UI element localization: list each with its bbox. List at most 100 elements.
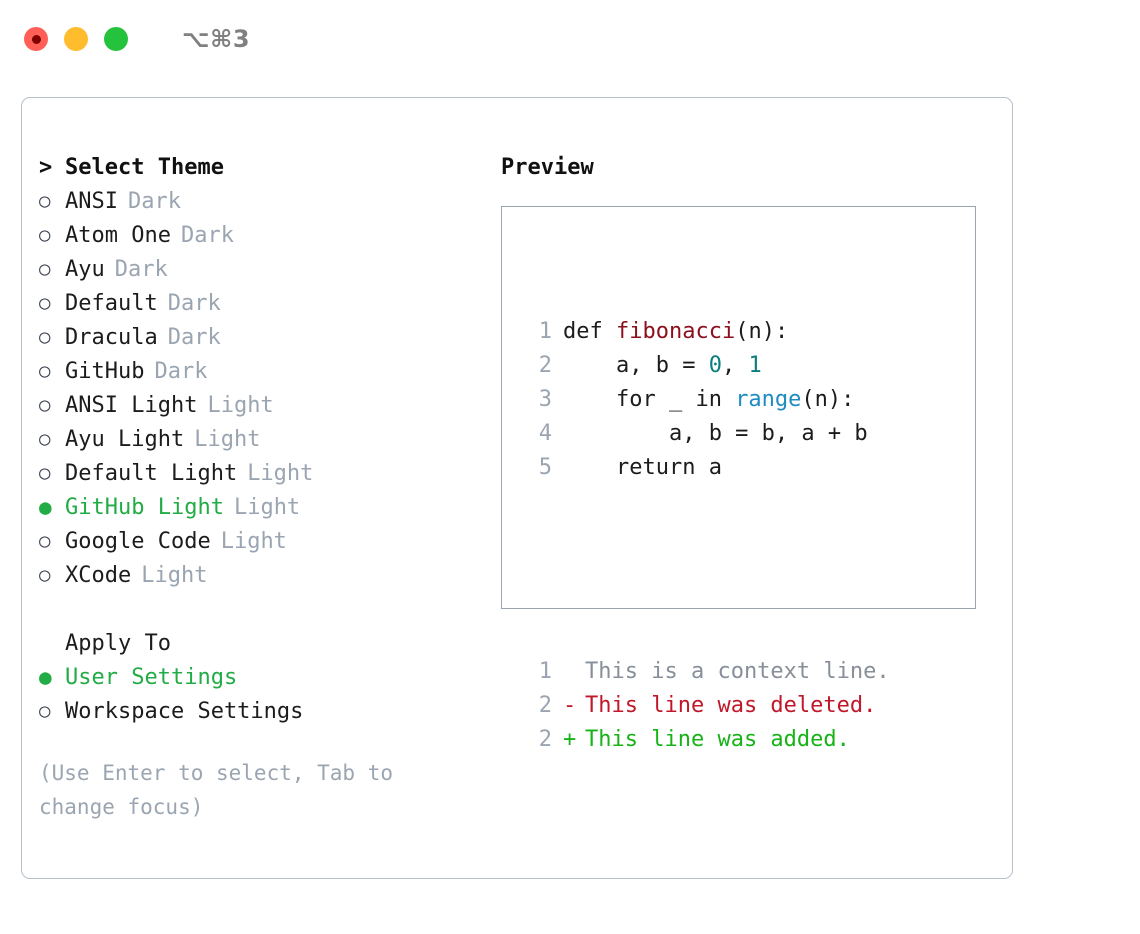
diff-text: This is a context line. — [585, 659, 890, 684]
diff-line: 2-This line was deleted. — [524, 689, 890, 723]
theme-list-item[interactable]: ○ Ayu Light Light — [39, 422, 489, 456]
line-number: 2 — [538, 693, 552, 718]
theme-name: Default Light — [65, 460, 238, 486]
radio-unselected-icon[interactable]: ○ — [39, 461, 51, 484]
theme-variant-badge: Light — [233, 494, 301, 520]
apply-to-name: Workspace Settings — [65, 698, 304, 724]
line-number: 1 — [538, 659, 552, 684]
radio-unselected-icon[interactable]: ○ — [39, 393, 51, 416]
theme-list-item[interactable]: ○ Dracula Dark — [39, 320, 489, 354]
radio-unselected-icon[interactable]: ○ — [39, 325, 51, 348]
theme-variant-badge: Light — [141, 562, 208, 588]
radio-unselected-icon[interactable]: ○ — [39, 257, 51, 280]
code-line: 1 def fibonacci(n): — [524, 315, 890, 349]
theme-variant-badge: Dark — [167, 290, 221, 316]
diff-marker: + — [563, 727, 577, 752]
theme-name: ANSI Light — [65, 392, 198, 418]
theme-variant-badge: Light — [247, 460, 314, 486]
theme-list-item[interactable]: ○ Atom One Dark — [39, 218, 489, 252]
title-bar: ⌥⌘3 — [0, 0, 1140, 78]
apply-to-item[interactable]: ○ Workspace Settings — [39, 694, 489, 728]
theme-name: Default — [65, 290, 158, 316]
radio-unselected-icon[interactable]: ○ — [39, 699, 51, 722]
select-theme-header: > Select Theme — [39, 150, 489, 184]
code-token: 0 — [708, 353, 722, 378]
theme-variant-badge: Dark — [167, 324, 221, 350]
theme-name: Atom One — [65, 222, 171, 248]
theme-name: GitHub — [65, 358, 145, 384]
line-number: 2 — [538, 727, 552, 752]
radio-selected-icon[interactable]: ● — [39, 664, 52, 689]
code-token: 1 — [748, 353, 762, 378]
theme-variant-badge: Dark — [114, 256, 168, 282]
theme-list-item[interactable]: ○ ANSI Light Light — [39, 388, 489, 422]
code-token: a, b = b, a + b — [563, 421, 868, 446]
apply-to-name: User Settings — [65, 664, 238, 690]
theme-name: ANSI — [65, 188, 118, 214]
apply-to-label: Apply To — [65, 630, 171, 656]
diff-line: 2 + This line was added. — [524, 723, 890, 757]
line-number: 5 — [538, 455, 552, 480]
theme-list-item[interactable]: ○ Default Dark — [39, 286, 489, 320]
line-number: 1 — [538, 319, 552, 344]
theme-name: Ayu — [65, 256, 105, 282]
theme-variant-badge: Dark — [154, 358, 208, 384]
code-token: fibonacci — [615, 319, 736, 344]
theme-name: GitHub Light — [65, 494, 224, 520]
diff-text: This line was deleted. — [585, 693, 877, 718]
minimize-window-icon[interactable] — [64, 27, 88, 51]
code-line: 5 return a — [524, 451, 890, 485]
theme-name: XCode — [65, 562, 132, 588]
theme-list-item[interactable]: ● GitHub Light Light — [39, 490, 489, 524]
radio-selected-icon[interactable]: ● — [39, 494, 52, 519]
code-token: (n): — [735, 319, 789, 344]
theme-variant-badge: Light — [207, 392, 274, 418]
diff-lines: 1 This is a context line.2-This line was… — [524, 655, 890, 757]
code-token: def — [563, 319, 616, 344]
radio-unselected-icon[interactable]: ○ — [39, 291, 51, 314]
code-token: a, b = — [563, 353, 709, 378]
theme-list-item[interactable]: ○ XCode Light — [39, 558, 489, 592]
theme-list-item[interactable]: ○ Default Light Light — [39, 456, 489, 490]
select-theme-label: Select Theme — [65, 154, 224, 180]
theme-variant-badge: Dark — [127, 188, 181, 214]
apply-to-list: ● User Settings ○ Workspace Settings — [39, 660, 489, 728]
close-window-icon[interactable] — [24, 27, 48, 51]
line-number: 2 — [538, 353, 552, 378]
theme-name: Google Code — [65, 528, 211, 554]
radio-unselected-icon[interactable]: ○ — [39, 189, 51, 212]
keyboard-hint: (Use Enter to select, Tab to change focu… — [39, 761, 406, 819]
diff-text: This line was added. — [585, 727, 850, 752]
theme-list-item[interactable]: ○ GitHub Dark — [39, 354, 489, 388]
radio-unselected-icon[interactable]: ○ — [39, 529, 51, 552]
theme-name: Dracula — [65, 324, 158, 350]
code-diff-spacer — [524, 553, 890, 587]
theme-variant-badge: Light — [194, 426, 261, 452]
radio-unselected-icon[interactable]: ○ — [39, 563, 51, 586]
theme-list-item[interactable]: ○ Ayu Dark — [39, 252, 489, 286]
code-token: range — [735, 387, 802, 412]
theme-variant-badge: Dark — [180, 222, 234, 248]
theme-name: Ayu Light — [65, 426, 185, 452]
diff-marker — [563, 655, 585, 689]
preview-header: Preview — [501, 154, 594, 180]
code-token: , — [721, 353, 749, 378]
section-spacer — [39, 592, 489, 626]
radio-unselected-icon[interactable]: ○ — [39, 223, 51, 246]
line-number: 4 — [538, 421, 552, 446]
apply-to-item[interactable]: ● User Settings — [39, 660, 489, 694]
radio-unselected-icon[interactable]: ○ — [39, 359, 51, 382]
diff-line: 1 This is a context line. — [524, 655, 890, 689]
radio-unselected-icon[interactable]: ○ — [39, 427, 51, 450]
code-token: (n): — [801, 387, 855, 412]
maximize-window-icon[interactable] — [104, 27, 128, 51]
theme-list-item[interactable]: ○ ANSI Dark — [39, 184, 489, 218]
